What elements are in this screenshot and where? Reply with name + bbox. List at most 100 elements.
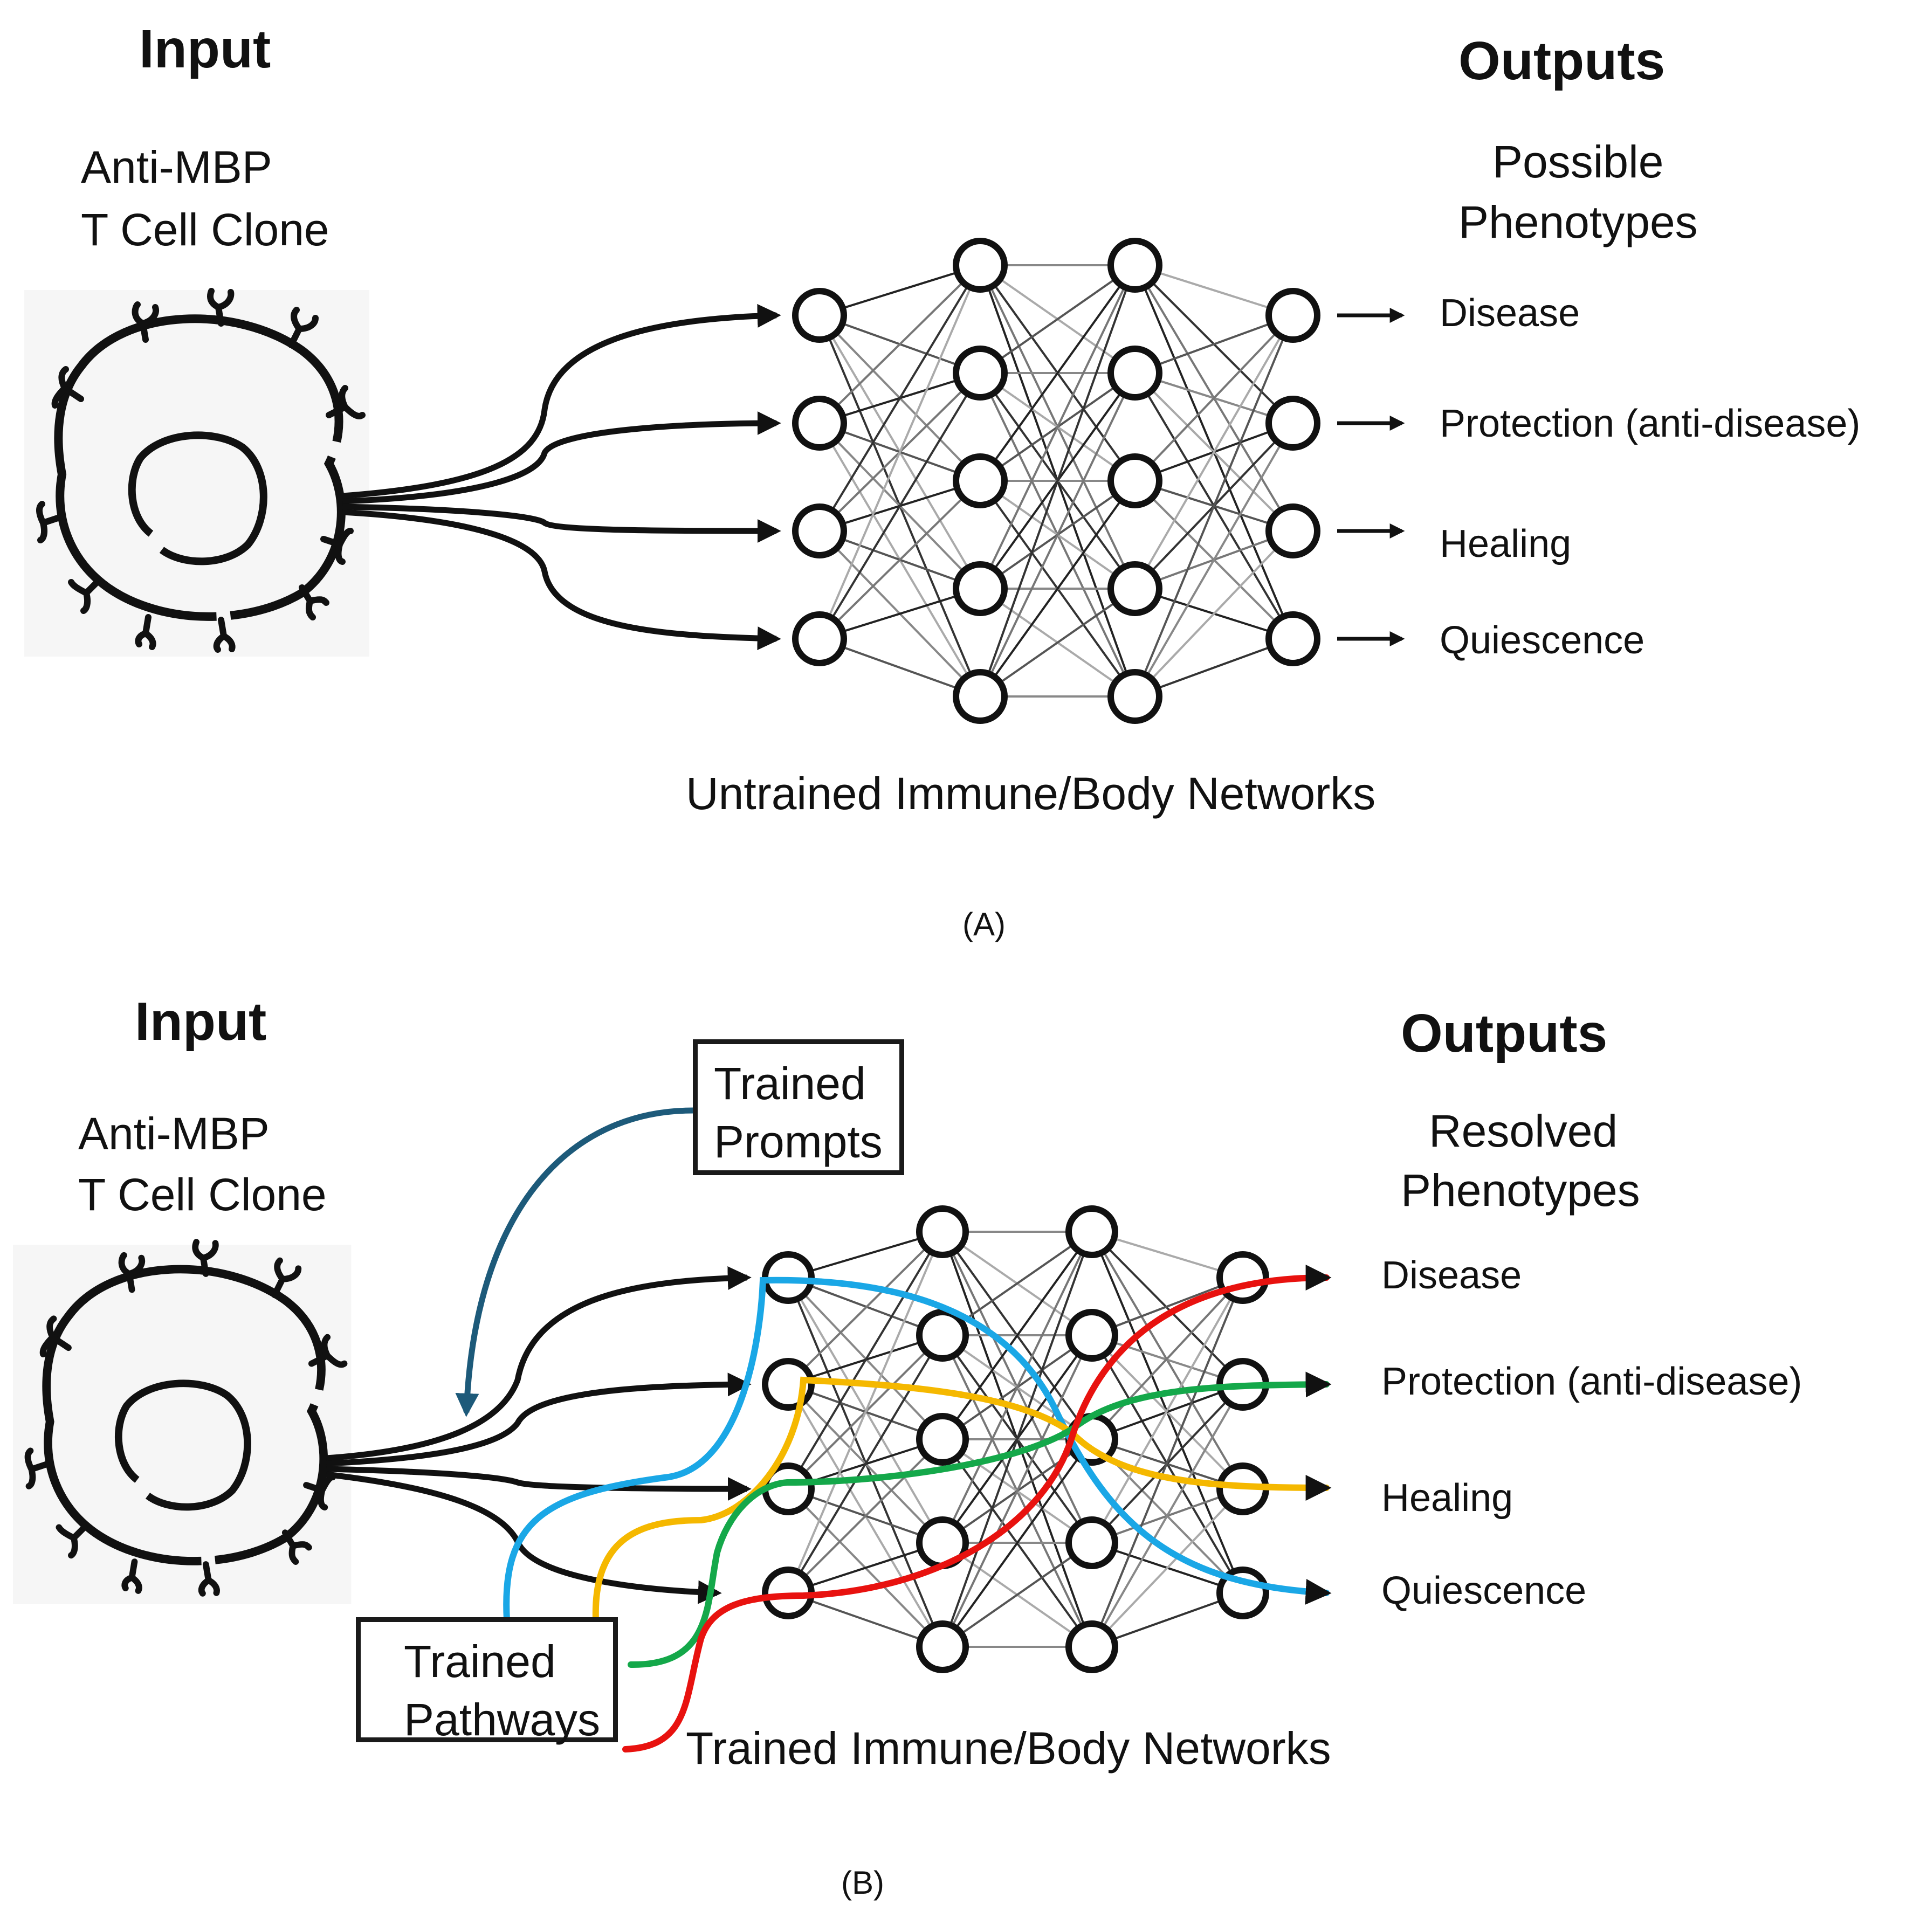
- network-edge: [1134, 530, 1294, 698]
- network-edge: [979, 588, 1136, 698]
- network-node: [1265, 611, 1320, 666]
- outputs-title-a: Outputs: [1458, 31, 1666, 91]
- network-edge: [1091, 1592, 1243, 1648]
- network-edge: [1134, 314, 1293, 374]
- network-node: [1065, 1516, 1118, 1569]
- network-node: [1107, 238, 1162, 293]
- t-cell-icon-b: [13, 1239, 352, 1604]
- input-connections-b: [326, 1266, 752, 1604]
- panel-a: [24, 238, 1405, 724]
- network-node: [1265, 503, 1320, 558]
- output-label-b-healing: Healing: [1381, 1476, 1513, 1520]
- cell-label-a-line2: T Cell Clone: [81, 204, 329, 255]
- network-node: [792, 288, 847, 343]
- network-edge: [1134, 315, 1294, 697]
- outputs-title-b: Outputs: [1401, 1003, 1608, 1064]
- output-label-b-quiescence: Quiescence: [1381, 1569, 1587, 1612]
- network-node: [1265, 396, 1320, 451]
- cell-label-a-line1: Anti-MBP: [81, 142, 272, 192]
- caption-b: (B): [841, 1865, 884, 1901]
- trained-pathways-box: Trained Pathways: [356, 1617, 618, 1745]
- network-label-a: Untrained Immune/Body Networks: [686, 768, 1376, 819]
- trained-prompts-arrow: [455, 1107, 693, 1417]
- network-edge: [787, 1231, 944, 1385]
- network-node: [953, 453, 1008, 508]
- network-edge: [1091, 1277, 1244, 1647]
- pathway-red: [622, 1265, 1332, 1752]
- panel-b: [13, 1107, 1332, 1752]
- network-node: [953, 669, 1008, 724]
- network-edge: [787, 1231, 944, 1593]
- trained-pathways: [503, 1265, 1332, 1752]
- trained-prompts-box: Trained Prompts: [693, 1039, 904, 1175]
- input-title-b: Input: [135, 991, 267, 1052]
- network-node: [792, 396, 847, 451]
- network-edge: [787, 1334, 944, 1594]
- network-node: [792, 611, 847, 666]
- network-edge: [941, 1542, 1093, 1648]
- network-edge: [941, 1438, 1093, 1648]
- network-edge: [788, 1592, 943, 1648]
- network-edge: [818, 265, 981, 639]
- network-edge: [788, 1276, 943, 1336]
- pathway-yellow: [592, 1376, 1332, 1623]
- network-node: [916, 1413, 969, 1466]
- input-title-a: Input: [139, 19, 271, 79]
- t-cell-icon: [24, 288, 369, 657]
- network-edge: [818, 372, 981, 640]
- cell-label-b-line2: T Cell Clone: [78, 1169, 327, 1220]
- input-connections: [342, 303, 781, 651]
- network-node: [1107, 346, 1162, 401]
- trained-prompts-line1: Trained: [714, 1058, 866, 1109]
- network-edge: [941, 1231, 1093, 1647]
- network-node: [1065, 1205, 1118, 1258]
- network-edge: [818, 264, 981, 532]
- network-edge: [819, 588, 981, 640]
- output-label-b-disease: Disease: [1381, 1254, 1522, 1297]
- network-edge: [1134, 422, 1294, 698]
- phenotype-title-b-line2: Phenotypes: [1401, 1165, 1640, 1216]
- network-edge: [1091, 1276, 1244, 1440]
- network-edge: [819, 638, 981, 698]
- network-edge: [1091, 1488, 1244, 1648]
- network-edge: [1134, 264, 1293, 316]
- trained-pathways-line2: Pathways: [404, 1694, 601, 1745]
- pathway-green: [628, 1371, 1332, 1668]
- network-edge: [941, 1335, 1093, 1647]
- network-node: [953, 238, 1008, 293]
- network-edge: [819, 264, 981, 316]
- phenotype-title-a-line2: Phenotypes: [1458, 197, 1698, 247]
- network-edge: [941, 1231, 1093, 1543]
- trained-pathways-line1: Trained: [404, 1636, 556, 1687]
- phenotype-title-a-line1: Possible: [1492, 136, 1664, 187]
- output-label-a-healing: Healing: [1440, 522, 1572, 565]
- network-node: [1265, 288, 1320, 343]
- network-edge: [1134, 314, 1294, 590]
- network-node: [916, 1309, 969, 1362]
- output-label-a-quiescence: Quiescence: [1440, 619, 1645, 662]
- network-edge: [1134, 638, 1293, 698]
- network-edge: [979, 265, 1136, 697]
- network-a: [792, 238, 1320, 724]
- output-arrows-a: [1337, 308, 1405, 646]
- network-node: [916, 1620, 969, 1673]
- network-edge: [788, 1231, 943, 1279]
- output-label-a-disease: Disease: [1440, 292, 1580, 335]
- network-edge: [979, 480, 1136, 698]
- network-edge: [818, 480, 981, 640]
- network-edge: [941, 1231, 1093, 1440]
- network-node: [916, 1205, 969, 1258]
- network-edge: [979, 264, 1136, 482]
- network-node: [792, 503, 847, 558]
- network-edge: [979, 265, 1136, 589]
- network-node: [1107, 669, 1162, 724]
- network-b: [762, 1205, 1269, 1673]
- network-edge: [787, 1438, 944, 1594]
- network-node: [1107, 561, 1162, 616]
- network-node: [1065, 1309, 1118, 1362]
- network-node: [953, 561, 1008, 616]
- network-edge: [1091, 1277, 1244, 1543]
- pathway-blue: [503, 1276, 1332, 1623]
- network-edge: [1091, 1384, 1244, 1647]
